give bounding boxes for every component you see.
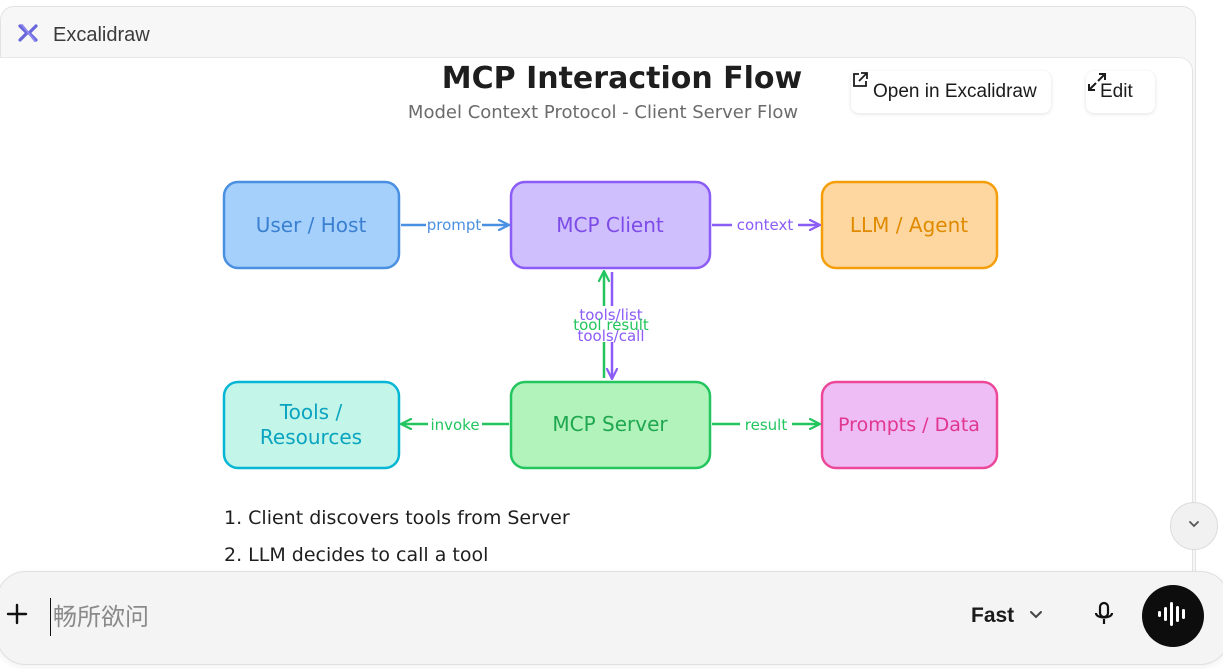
open-in-excalidraw-label: Open in Excalidraw — [873, 81, 1037, 102]
node-mcp-client-label: MCP Client — [556, 213, 664, 237]
edge-result-label: result — [745, 416, 788, 434]
excalidraw-logo-icon — [17, 22, 39, 49]
plus-icon — [5, 602, 29, 631]
excalidraw-canvas[interactable]: MCP Interaction Flow Model Context Proto… — [0, 57, 1193, 618]
node-mcp-server[interactable]: MCP Server — [509, 380, 712, 470]
embed-title: Excalidraw — [53, 23, 150, 46]
node-tools-resources-label-line2: Resources — [260, 425, 362, 449]
diagram-title: MCP Interaction Flow — [442, 61, 802, 96]
node-tools-resources[interactable]: Tools / Resources — [222, 380, 401, 470]
prompt-input[interactable] — [50, 598, 915, 636]
step-2: 2. LLM decides to call a tool — [224, 544, 488, 566]
dictation-button[interactable] — [1084, 596, 1124, 636]
node-prompts-data[interactable]: Prompts / Data — [820, 380, 999, 470]
edge-invoke-label: invoke — [430, 416, 479, 434]
embed-header: Excalidraw — [1, 7, 1195, 63]
node-llm-agent[interactable]: LLM / Agent — [820, 180, 999, 270]
edge-prompt-label: prompt — [427, 216, 482, 234]
edge-context: context — [712, 214, 819, 234]
voice-mode-button[interactable] — [1142, 585, 1204, 647]
edge-client-server: tools/list tool result tools/call — [566, 272, 658, 378]
edge-prompt: prompt — [401, 214, 508, 234]
scroll-to-bottom-button[interactable] — [1170, 502, 1218, 550]
diagram-svg: MCP Interaction Flow Model Context Proto… — [222, 61, 999, 566]
node-user-host[interactable]: User / Host — [222, 180, 401, 270]
edit-button[interactable]: Edit — [1086, 71, 1155, 113]
edge-invoke: invoke — [402, 414, 509, 434]
edge-tools-list-label: tools/list — [579, 306, 642, 324]
edit-label: Edit — [1100, 81, 1133, 102]
edge-context-label: context — [737, 216, 794, 234]
node-tools-resources-label-line1: Tools / — [279, 400, 343, 424]
microphone-icon — [1093, 601, 1115, 632]
step-1: 1. Client discovers tools from Server — [224, 507, 570, 529]
edge-tools-call-label: tools/call — [577, 327, 644, 345]
edge-result: result — [712, 414, 819, 434]
model-mode-select[interactable]: Fast — [971, 596, 1044, 636]
edge-tool-result-label: tool result — [573, 316, 649, 334]
node-mcp-client[interactable]: MCP Client — [509, 180, 712, 270]
open-in-excalidraw-button[interactable]: Open in Excalidraw — [851, 71, 1051, 113]
voice-wave-icon — [1156, 599, 1190, 634]
node-mcp-server-label: MCP Server — [552, 412, 668, 436]
node-llm-agent-label: LLM / Agent — [850, 213, 968, 237]
node-user-host-label: User / Host — [256, 213, 367, 237]
attach-button[interactable] — [0, 594, 34, 638]
diagram-subtitle: Model Context Protocol - Client Server F… — [408, 102, 798, 123]
chevron-down-icon — [1028, 604, 1044, 628]
node-prompts-data-label: Prompts / Data — [838, 414, 980, 436]
chevron-down-icon — [1187, 517, 1201, 536]
model-mode-label: Fast — [971, 604, 1015, 627]
